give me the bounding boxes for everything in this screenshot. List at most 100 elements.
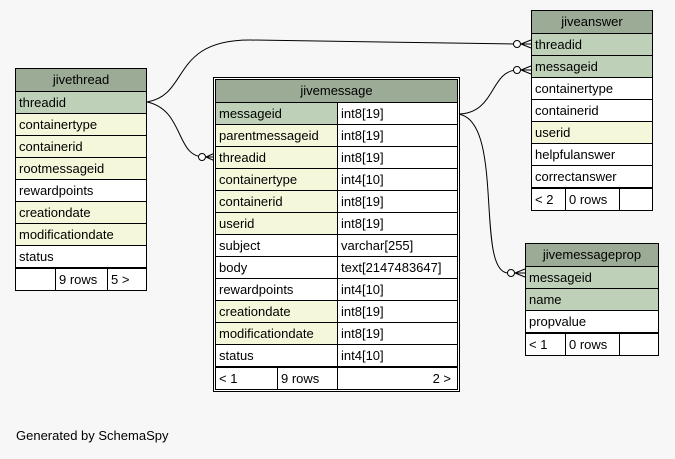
table-header[interactable]: jiveanswer	[532, 11, 652, 34]
column-row: containertype	[16, 114, 146, 136]
table-jivethread[interactable]: jivethread threadid containertype contai…	[15, 68, 147, 291]
column-type: int8[19]	[341, 194, 384, 209]
column-name: rewardpoints	[19, 183, 94, 198]
column-row: threadid	[532, 34, 652, 56]
table-footer: < 2 0 rows	[532, 188, 652, 210]
footer-parents[interactable]: < 1	[526, 334, 566, 355]
column-name: propvalue	[529, 314, 587, 329]
footer-children[interactable]	[620, 189, 652, 210]
column-type: int4[10]	[341, 282, 384, 297]
table-footer: < 1 0 rows	[526, 333, 658, 355]
column-name: helpfulanswer	[535, 147, 616, 162]
footer-children[interactable]: 5 >	[111, 272, 130, 287]
footer-row-count: 0 rows	[566, 189, 620, 210]
column-name: userid	[216, 213, 338, 234]
column-name: correctanswer	[535, 169, 617, 184]
relation-end-marker	[513, 40, 521, 48]
column-name: threadid	[216, 147, 338, 168]
column-name: containertype	[19, 117, 98, 132]
generated-by-label: Generated by SchemaSpy	[16, 428, 169, 443]
column-type: int8[19]	[341, 304, 384, 319]
table-jiveanswer[interactable]: jiveanswer threadid messageid containert…	[531, 10, 653, 211]
column-name: parentmessageid	[216, 125, 338, 146]
relation-end-marker	[507, 269, 515, 277]
column-name: containertype	[216, 169, 338, 190]
column-type: int8[19]	[341, 326, 384, 341]
footer-children[interactable]	[620, 334, 658, 355]
column-type: int8[19]	[341, 106, 384, 121]
table-footer: < 1 9 rows 2 >	[216, 367, 457, 389]
footer-row-count: 9 rows	[278, 368, 338, 389]
relation-message-answer	[457, 69, 517, 115]
column-type: int4[10]	[341, 348, 384, 363]
column-row: messageid	[526, 267, 658, 289]
column-name: rewardpoints	[216, 279, 338, 300]
footer-parents[interactable]	[16, 269, 56, 290]
column-name: containerid	[216, 191, 338, 212]
relation-thread-message	[146, 101, 206, 158]
table-footer: 9 rows 5 >	[16, 268, 146, 290]
relation-end-marker	[513, 66, 521, 74]
crowfoot-marker	[514, 268, 526, 278]
column-name: creationdate	[216, 301, 338, 322]
column-row: userid	[532, 122, 652, 144]
relation-thread-answer	[146, 39, 517, 103]
column-name: status	[19, 249, 54, 264]
column-row: containerid	[16, 136, 146, 158]
column-name: threadid	[535, 37, 582, 52]
column-row: helpfulanswer	[532, 144, 652, 166]
column-type: int8[19]	[341, 216, 384, 231]
relation-end-marker	[198, 153, 206, 161]
column-type: int4[10]	[341, 172, 384, 187]
column-row: creationdate	[16, 202, 146, 224]
column-name: userid	[535, 125, 571, 140]
table-columns: threadid messageid containertype contain…	[532, 34, 652, 210]
footer-row-count: 9 rows	[56, 269, 108, 290]
footer-parents[interactable]: < 2	[532, 189, 566, 210]
relation-message-prop	[457, 113, 509, 274]
column-row: messageid	[532, 56, 652, 78]
column-row: status	[16, 246, 146, 268]
footer-parents[interactable]: < 1	[216, 368, 278, 389]
column-type: int8[19]	[341, 128, 384, 143]
column-row: propvalue	[526, 311, 658, 333]
column-name: body	[216, 257, 338, 278]
column-name: rootmessageid	[19, 161, 105, 176]
column-row: rootmessageid	[16, 158, 146, 180]
footer-row-count: 0 rows	[566, 334, 620, 355]
column-name: messageid	[216, 103, 338, 124]
table-header[interactable]: jivethread	[16, 69, 146, 92]
table-columns: threadid containertype containerid rootm…	[16, 92, 146, 290]
table-jivemessageprop[interactable]: jivemessageprop messageid name propvalue…	[525, 243, 659, 356]
crowfoot-marker	[520, 65, 532, 75]
column-name: subject	[216, 235, 338, 256]
column-name: containerid	[535, 103, 599, 118]
table-header[interactable]: jivemessage	[216, 80, 457, 103]
column-row: correctanswer	[532, 166, 652, 188]
column-name: creationdate	[19, 205, 91, 220]
column-name: containerid	[19, 139, 83, 154]
column-name: containertype	[535, 81, 614, 96]
table-columns: messageid name propvalue < 1 0 rows	[526, 267, 658, 355]
footer-children[interactable]: 2 >	[432, 371, 451, 386]
crowfoot-marker	[520, 39, 532, 49]
column-row: rewardpoints	[16, 180, 146, 202]
column-name: status	[216, 345, 338, 366]
table-header[interactable]: jivemessageprop	[526, 244, 658, 267]
column-type: text[2147483647]	[341, 260, 442, 275]
